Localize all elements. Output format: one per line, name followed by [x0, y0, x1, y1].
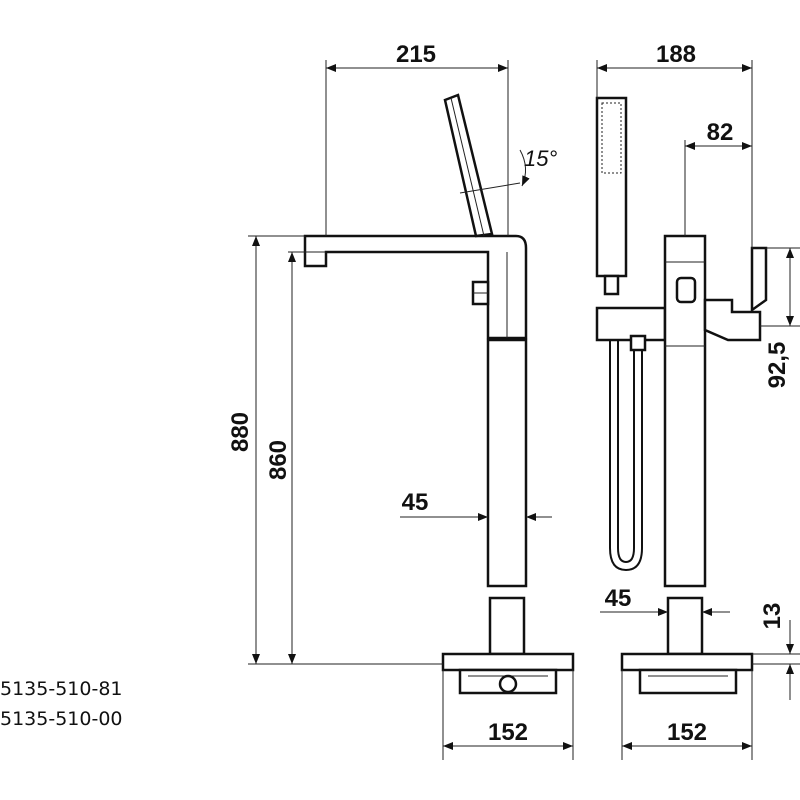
dimension-lines [252, 64, 794, 750]
dim-offset-side: 82 [707, 119, 734, 146]
dim-base-height: 13 [759, 603, 786, 630]
side-view [595, 96, 768, 695]
product-code: 5135-510-00 [0, 708, 123, 730]
dim-width-top: 215 [396, 41, 436, 68]
dim-height-total: 880 [227, 412, 254, 452]
front-column [486, 338, 528, 588]
side-column-window [675, 276, 697, 304]
dim-angle: 15° [524, 146, 557, 171]
dim-height-spout: 860 [265, 440, 292, 480]
product-code: 5135-510-81 [0, 678, 123, 700]
extension-lines [248, 60, 800, 760]
front-base-plate [441, 652, 575, 672]
front-base-screw [498, 674, 518, 694]
dim-width-side: 188 [656, 41, 696, 68]
front-spout [303, 234, 528, 340]
side-base-box [638, 668, 738, 695]
side-base-plate [620, 652, 754, 672]
dimension-labels: 215 188 82 15° 880 860 45 45 152 152 92,… [227, 41, 791, 746]
side-stub [666, 596, 704, 656]
front-lever [443, 93, 494, 238]
product-codes: 5135-510-81 5135-510-00 [0, 674, 123, 734]
side-shower-neck [603, 274, 620, 296]
dim-base-front: 152 [488, 719, 528, 746]
dim-handle-height: 92,5 [764, 342, 791, 389]
dim-column-front: 45 [402, 489, 429, 516]
side-shower-head [595, 96, 628, 278]
side-holder [595, 306, 667, 342]
dim-base-side: 152 [667, 719, 707, 746]
front-stub [488, 596, 526, 656]
side-hose [609, 340, 643, 572]
dim-column-side: 45 [605, 585, 632, 612]
front-view [303, 93, 575, 695]
